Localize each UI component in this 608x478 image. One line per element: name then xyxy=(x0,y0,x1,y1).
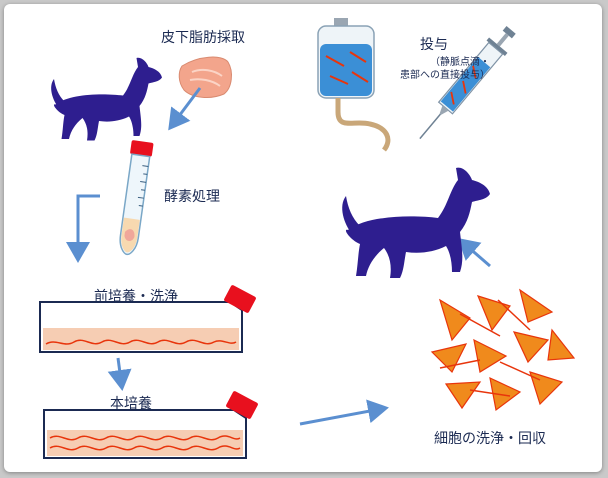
step-culture-label: 本培養 xyxy=(110,396,152,412)
route-line-2: 患部への直接投与） xyxy=(400,70,490,81)
administer-route-label: （静脈点滴・ 患部への直接投与） xyxy=(380,56,490,82)
culture-flask-icon xyxy=(43,391,258,459)
step-wash-collect-label: 細胞の洗浄・回収 xyxy=(434,431,546,447)
dog-icon xyxy=(342,167,490,278)
step-enzyme-label: 酵素処理 xyxy=(164,189,220,205)
arrow-fat-to-tube xyxy=(168,87,202,131)
arrow-cells-to-dog xyxy=(457,238,491,268)
step-preculture-label: 前培養・洗浄 xyxy=(94,289,178,305)
dog-icon xyxy=(51,57,163,141)
step-harvest-label: 皮下脂肪採取 xyxy=(161,30,245,46)
arrow-tube-to-preculture xyxy=(66,194,100,263)
fat-tissue-icon xyxy=(178,56,232,98)
arrow-preculture-to-culture xyxy=(107,357,132,391)
syringe-icon xyxy=(419,26,516,140)
culture-flask-icon xyxy=(39,285,256,353)
cell-cluster-icon xyxy=(430,288,576,412)
step-administer-label: 投与 xyxy=(420,37,448,53)
route-line-1: （静脈点滴・ xyxy=(430,57,490,68)
arrow-culture-to-cells xyxy=(299,399,389,426)
centrifuge-tube-icon xyxy=(119,140,154,256)
flow-arrows xyxy=(66,87,491,426)
iv-bag-icon xyxy=(317,18,391,152)
